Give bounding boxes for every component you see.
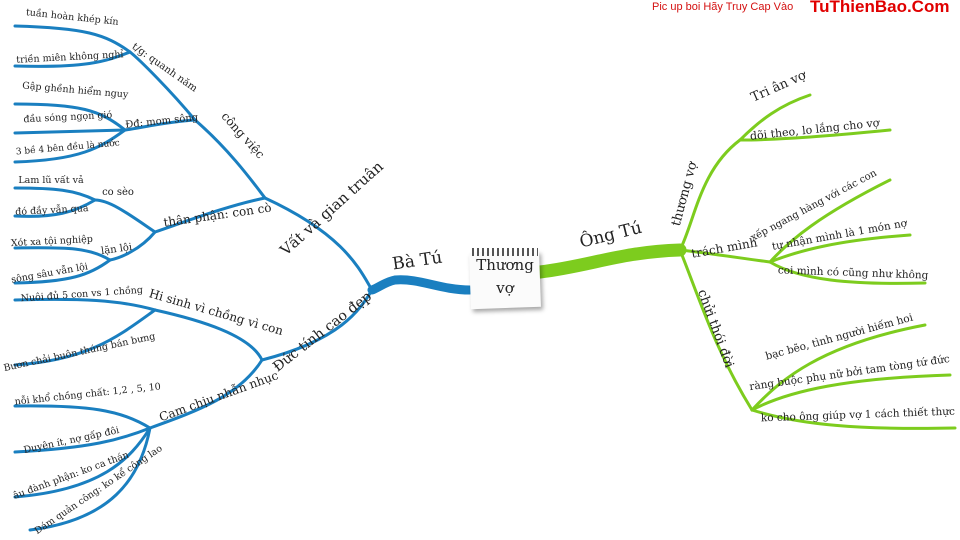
- leaf-trien-mien: triền miên không nghỉ: [16, 49, 124, 66]
- center-label-line2: vợ: [496, 279, 514, 297]
- leaf-ko-cho: ko cho ông giúp vợ 1 cách thiết thực: [761, 405, 956, 425]
- leaf-tuan-hoan: tuần hoàn khép kín: [25, 7, 119, 28]
- leaf-coi-minh: coi mình có cũng như không: [778, 264, 929, 281]
- trunk-left: [367, 275, 475, 295]
- leaf-dam-quan: Dám quản công: ko kể công lao: [32, 442, 165, 537]
- node-duc-tinh-cao-dep: Đức tính cao đẹp: [270, 288, 375, 375]
- leaf-xot-xa: Xót xa tội nghiệp: [11, 234, 93, 249]
- leaf-buon-chai: Bươn chải buôn thúng bán bưng: [3, 331, 157, 374]
- node-vat-va-gian-truan: Vất và gian truân: [276, 157, 387, 260]
- leaf-dau-song: đầu sóng ngọn gió: [23, 110, 112, 126]
- node-mom-song: Đđ: mom sông: [125, 112, 200, 131]
- leaf-gap-ghenh: Gập ghềnh hiểm nguy: [22, 79, 130, 100]
- node-co-seo: co sèo: [102, 187, 134, 198]
- leaf-doi-theo: dõi theo, lo lắng cho vợ: [749, 116, 881, 143]
- leaf-lam-lu: Lam lũ vất vả: [18, 175, 84, 186]
- node-lan-loi: lặn lội: [100, 242, 132, 257]
- node-chui-thoi-doi: chửi thói đời: [694, 288, 736, 371]
- watermark-site: TuThienBao.Com: [810, 0, 950, 16]
- left-connectors: [13, 24, 374, 532]
- notepad-rings: [472, 248, 538, 256]
- right-main-label: Ông Tú: [577, 217, 644, 253]
- node-than-phan: thân phận: con cò: [163, 201, 273, 230]
- leaf-do-day: đó đầy vẫn qua: [15, 202, 89, 218]
- leaf-3-be: 3 bề 4 bên đều là nước: [15, 137, 120, 157]
- leaf-noi-kho: nỗi khổ chồng chất: 1,2 , 5, 10: [14, 380, 161, 407]
- node-cam-chiu: Cam chịu nhẫn nhục: [157, 367, 280, 424]
- leaf-bac-beo: bạc bẽo, tình người hiếm hoi: [764, 310, 915, 362]
- left-main-label: Bà Tú: [391, 248, 444, 275]
- node-cong-viec: công việc: [218, 109, 267, 161]
- watermark: Pic up boi Hãy Truy Cap Vào TuThienBao.C…: [652, 0, 960, 18]
- node-thuong-vo: thương vợ: [669, 159, 701, 228]
- center-label-line1: Thương: [476, 256, 534, 274]
- center-label: Thương vợ: [470, 254, 540, 300]
- leaf-nuoi-du: Nuôi đủ 5 con vs 1 chồng: [20, 285, 143, 305]
- center-node: Thương vợ: [469, 248, 541, 310]
- watermark-prefix: Pic up boi Hãy Truy Cap Vào: [652, 1, 794, 13]
- right-connectors: [678, 93, 957, 430]
- trunk-right: [533, 243, 687, 279]
